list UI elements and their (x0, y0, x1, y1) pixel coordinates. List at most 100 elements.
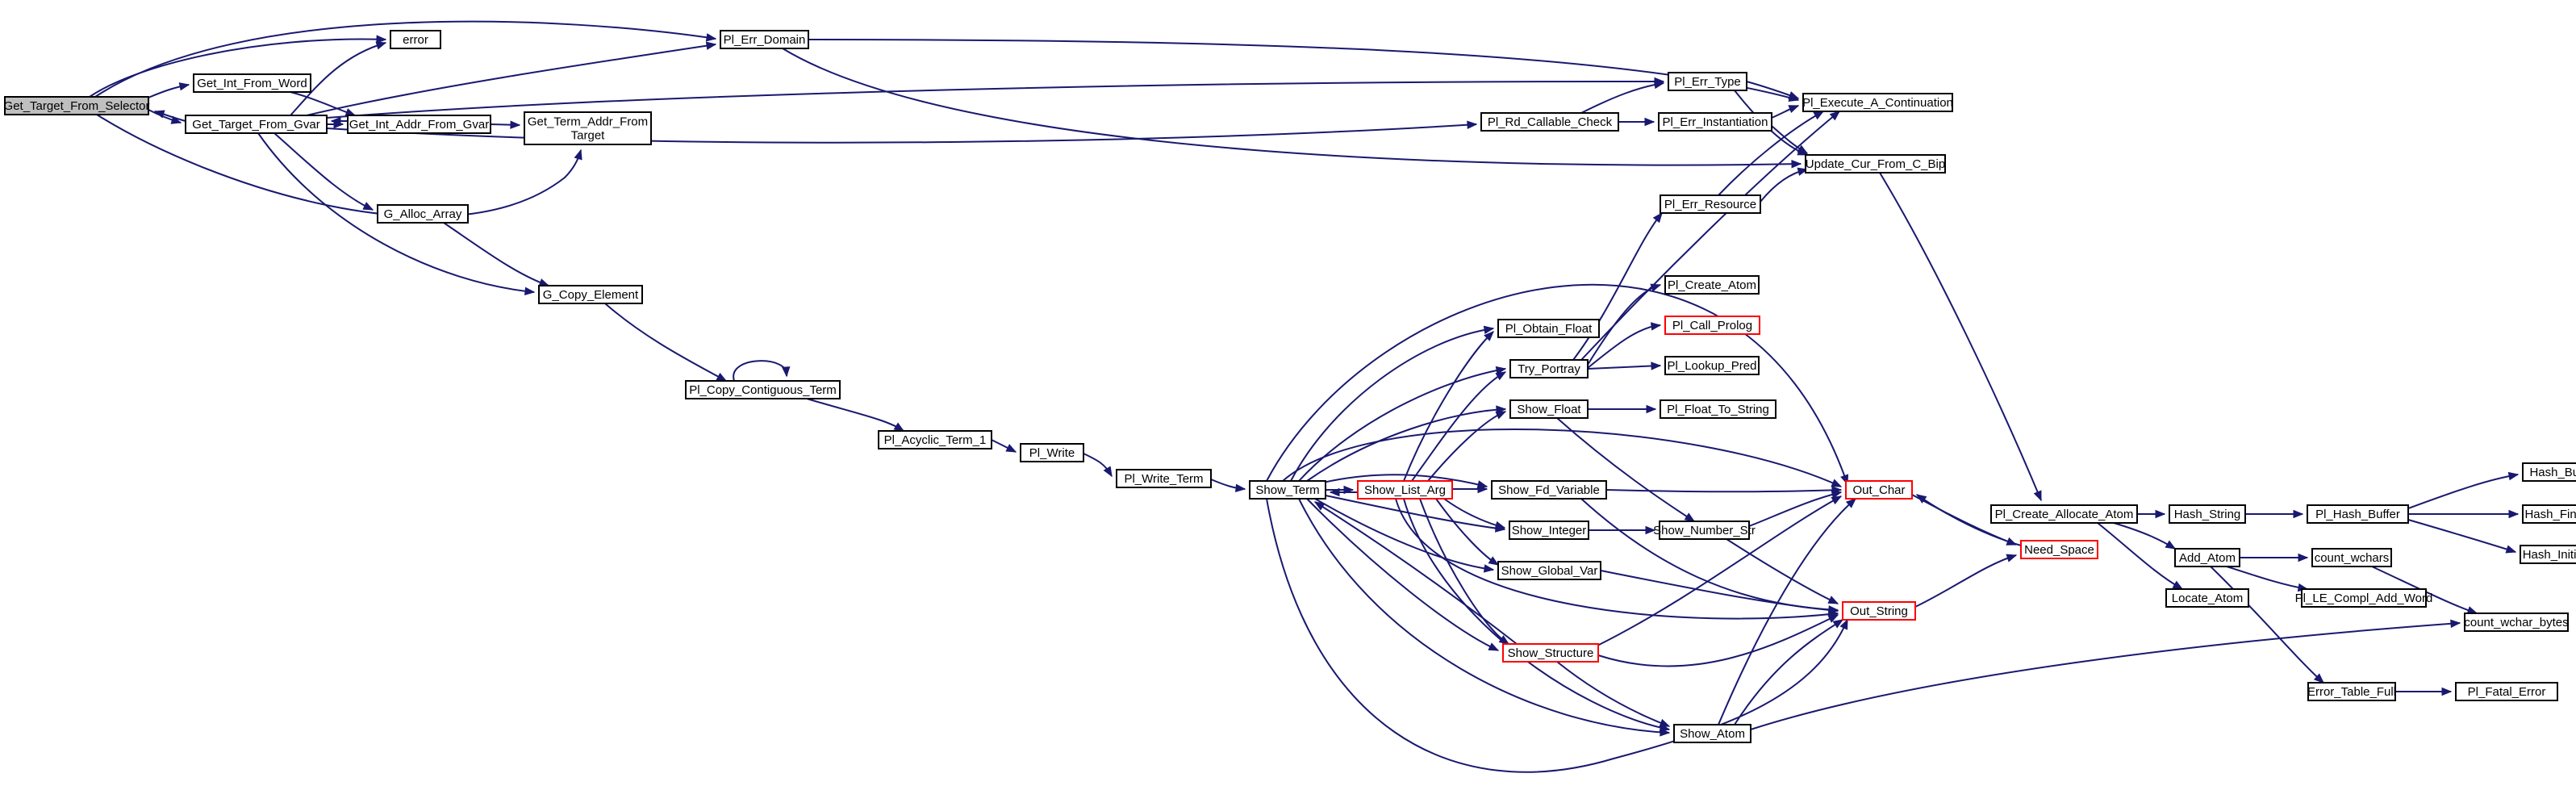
node-pfts[interactable]: Pl_Float_To_String (1660, 399, 1776, 419)
node-ped[interactable]: Pl_Err_Domain (720, 30, 809, 49)
node-gcopy[interactable]: G_Copy_Element (538, 285, 643, 304)
node-ucfcb[interactable]: Update_Cur_From_C_Bip (1805, 154, 1946, 174)
edge-aa-to-plecaw (2226, 566, 2309, 592)
edge-ped-to-peac (808, 39, 1800, 102)
node-pfe[interactable]: Pl_Fatal_Error (2455, 682, 2558, 701)
node-si[interactable]: Show_Integer (1509, 521, 1589, 540)
arrowhead (2165, 540, 2177, 550)
node-sns[interactable]: Show_Number_Str (1653, 521, 1756, 540)
node-box (878, 430, 992, 449)
node-box (193, 73, 311, 93)
node-pei[interactable]: Pl_Err_Instantiation (1658, 112, 1772, 132)
node-per[interactable]: Pl_Err_Resource (1660, 194, 1761, 214)
edge-line (2226, 566, 2308, 590)
node-plecaw[interactable]: Pl_LE_Compl_Add_Word (2295, 588, 2433, 608)
node-ns[interactable]: Need_Space (2020, 540, 2098, 559)
node-box (1357, 480, 1453, 500)
edge-root-to-error (89, 35, 387, 98)
edge-gifw-to-giafg (290, 91, 357, 116)
node-label: Pl_Err_Instantiation (1663, 115, 1768, 129)
node-st[interactable]: Show_Term (1249, 480, 1326, 500)
edge-line (306, 44, 716, 116)
node-gifw[interactable]: Get_Int_From_Word (193, 73, 311, 93)
edge-line (1411, 371, 1506, 482)
arrowhead (716, 372, 728, 382)
node-aa[interactable]: Add_Atom (2174, 548, 2240, 567)
edge-giafg-to-gtaft (490, 120, 521, 129)
edge-line (1580, 111, 1840, 361)
node-label: Show_List_Arg (1364, 483, 1446, 497)
edge-st-to-ped (1266, 283, 1849, 486)
node-cw[interactable]: count_wchars (2311, 548, 2392, 567)
node-hf[interactable]: Hash_Finalize (2522, 504, 2576, 524)
node-hs[interactable]: Hash_String (2169, 504, 2246, 524)
node-pwt[interactable]: Pl_Write_Term (1116, 469, 1212, 488)
node-galloc[interactable]: G_Alloc_Array (377, 204, 469, 224)
node-box (1802, 93, 1953, 112)
node-pet[interactable]: Pl_Err_Type (1668, 72, 1747, 91)
node-box (685, 380, 841, 399)
edge-sla-to-sfv (1452, 484, 1488, 494)
node-label: Show_Float (1517, 403, 1581, 416)
node-label: Hash_Finalize (2524, 508, 2576, 521)
edge-line (733, 360, 788, 382)
node-box (2520, 545, 2576, 564)
arrowhead (1653, 80, 1665, 90)
edge-line (1395, 498, 1839, 620)
edge-gtfg-to-gcopy (257, 132, 536, 296)
edge-line (326, 80, 1664, 119)
node-oc[interactable]: Out_Char (1845, 480, 1913, 500)
arrowhead (2505, 545, 2517, 554)
node-sf[interactable]: Show_Float (1509, 399, 1589, 419)
arrowhead (1494, 521, 1506, 529)
node-label: count_wchar_bytes (2464, 616, 2568, 629)
node-pca[interactable]: Pl_Create_Atom (1664, 275, 1760, 295)
node-pw[interactable]: Pl_Write (1020, 443, 1084, 462)
node-peac[interactable]: Pl_Execute_A_Continuation (1802, 93, 1953, 112)
node-hi[interactable]: Hash_Initialize (2520, 545, 2576, 564)
node-hb[interactable]: Hash_Buffer (2522, 462, 2576, 482)
node-sstr[interactable]: Show_Structure (1502, 643, 1599, 663)
arrowhead (1839, 618, 1848, 630)
node-plp[interactable]: Pl_Lookup_Pred (1664, 356, 1760, 375)
arrowhead (1827, 614, 1839, 623)
node-root[interactable]: Get_Target_From_Selector (4, 96, 150, 115)
node-sgv[interactable]: Show_Global_Var (1497, 561, 1601, 580)
arrowhead (705, 33, 717, 42)
edge-st-to-oc (1282, 428, 1843, 487)
node-label: Pl_Create_Atom (1668, 278, 1756, 292)
node-sfv[interactable]: Show_Fd_Variable (1491, 480, 1607, 500)
node-prcc[interactable]: Pl_Rd_Callable_Check (1480, 112, 1619, 132)
arrowhead (1495, 411, 1507, 420)
node-label: Hash_String (2174, 508, 2241, 521)
node-sla[interactable]: Show_List_Arg (1357, 480, 1453, 500)
node-pcp[interactable]: Pl_Call_Prolog (1664, 316, 1760, 335)
node-phb[interactable]: Pl_Hash_Buffer (2307, 504, 2409, 524)
node-label: Get_Target_From_Gvar (192, 118, 319, 132)
node-tp[interactable]: Try_Portray (1509, 359, 1589, 378)
node-pcaa[interactable]: Pl_Create_Allocate_Atom (1990, 504, 2138, 524)
node-label: Get_Target_From_Selector (4, 99, 150, 113)
node-etf[interactable]: Error_Table_Full (2307, 682, 2396, 701)
node-box (2174, 548, 2240, 567)
edge-line (1556, 417, 1695, 522)
edge-line (604, 303, 727, 382)
node-pof[interactable]: Pl_Obtain_Float (1497, 319, 1600, 338)
node-gtfg[interactable]: Get_Target_From_Gvar (185, 115, 328, 134)
edge-aa-to-etf (2210, 566, 2324, 684)
node-pcct[interactable]: Pl_Copy_Contiguous_Term (685, 380, 841, 399)
arrowhead (330, 116, 341, 126)
node-la[interactable]: Locate_Atom (2165, 588, 2249, 608)
node-error[interactable]: error (390, 30, 441, 49)
node-giafg[interactable]: Get_Int_Addr_From_Gvar (347, 115, 491, 134)
node-os[interactable]: Out_String (1842, 601, 1916, 621)
node-cwb[interactable]: count_wchar_bytes (2464, 612, 2569, 632)
node-label: Try_Portray (1518, 362, 1580, 376)
node-box (2522, 504, 2576, 524)
edge-sla-to-sgv (1435, 498, 1500, 566)
node-sa[interactable]: Show_Atom (1673, 724, 1751, 743)
node-label: Pl_Copy_Contiguous_Term (689, 383, 837, 397)
arrowhead (2293, 509, 2304, 519)
node-pat1[interactable]: Pl_Acyclic_Term_1 (878, 430, 992, 449)
